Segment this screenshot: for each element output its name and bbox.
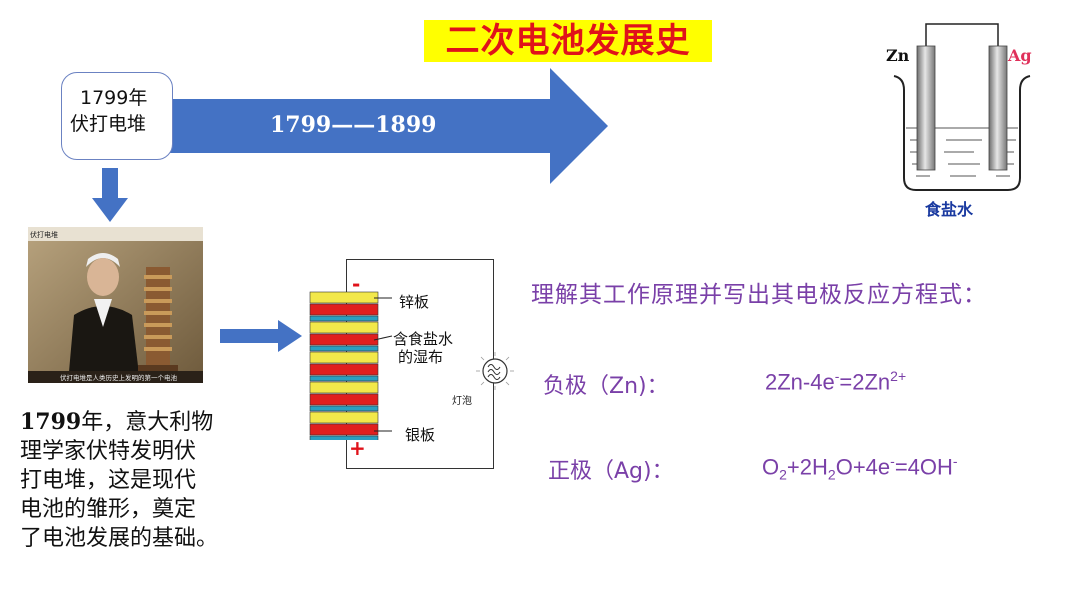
pile-layer-zinc <box>310 352 378 363</box>
pos-eq-part1: +2H <box>787 454 828 479</box>
start-box-year: 1799年 <box>70 85 172 111</box>
label-wet-cloth-2: 的湿布 <box>398 346 443 367</box>
pile-layer-silver <box>310 364 378 375</box>
paragraph-line-5: 了电池发展的基础。 <box>20 526 218 551</box>
positive-electrode-label: 正极（Ag)： <box>548 453 674 485</box>
positive-electrode-equation: O2+2H2O+4e-=4OH- <box>762 453 958 483</box>
pile-layer-silver <box>310 334 378 345</box>
photo-subcaption: 伏打电堆是人类历史上发明的第一个电池 <box>60 372 177 382</box>
neg-eq-part2: =2Zn <box>839 369 890 394</box>
pile-layer-silver <box>310 424 378 435</box>
pile-layer-cloth <box>310 316 378 321</box>
neg-eq-part1: 2Zn-4e <box>765 369 835 394</box>
label-ag-electrode: Ag <box>1008 46 1032 65</box>
photo-caption: 伏打电堆 <box>30 230 58 240</box>
down-arrow <box>92 168 128 222</box>
pos-eq-part2: O+4e <box>836 454 890 479</box>
question-text: 理解其工作原理并写出其电极反应方程式： <box>531 275 987 309</box>
paragraph-year: 1799 <box>20 409 81 435</box>
timeline-arrow-label: 1799——1899 <box>270 112 436 138</box>
pos-eq-sup2: - <box>953 453 958 469</box>
paragraph-line-1: 年，意大利物 <box>81 410 213 435</box>
pos-eq-o: O <box>762 454 779 479</box>
right-arrow <box>220 320 302 352</box>
volta-illustration <box>28 227 203 383</box>
paragraph-line-3: 打电堆，这是现代 <box>20 468 196 493</box>
start-box-title: 伏打电堆 <box>70 111 172 137</box>
history-paragraph: 1799年，意大利物 理学家伏特发明伏 打电堆，这是现代 电池的雏形，奠定 了电… <box>20 408 250 553</box>
label-zinc-plate: 锌板 <box>399 291 429 312</box>
label-silver-plate: 银板 <box>405 424 435 445</box>
negative-terminal: - <box>352 272 360 296</box>
positive-terminal: + <box>349 436 366 460</box>
pile-layer-zinc <box>310 412 378 423</box>
pile-layer-zinc <box>310 292 378 303</box>
page-title: 二次电池发展史 <box>424 20 712 62</box>
pile-layer-silver <box>310 304 378 315</box>
pile-layer-cloth <box>310 346 378 351</box>
pile-layer-cloth <box>310 436 378 440</box>
bulb-icon <box>474 350 516 392</box>
pos-eq-sub1: 2 <box>779 467 787 483</box>
pos-eq-part3: =4OH <box>895 454 953 479</box>
paragraph-line-2: 理学家伏特发明伏 <box>20 439 196 464</box>
pile-layer-silver <box>310 394 378 405</box>
neg-eq-sup2: 2+ <box>890 368 906 384</box>
pile-layer-cloth <box>310 376 378 381</box>
pile-layer-cloth <box>310 406 378 411</box>
paragraph-line-4: 电池的雏形，奠定 <box>20 497 196 522</box>
negative-electrode-equation: 2Zn-4e-=2Zn2+ <box>765 368 906 395</box>
label-zn-electrode: Zn <box>886 46 909 65</box>
label-bulb: 灯泡 <box>452 392 472 407</box>
pos-eq-sub2: 2 <box>828 467 836 483</box>
label-salt-water: 食盐水 <box>925 196 973 220</box>
beaker-diagram <box>890 18 1040 196</box>
timeline-start-box: 1799年 伏打电堆 <box>61 72 173 160</box>
pile-layer-zinc <box>310 382 378 393</box>
volta-photo <box>28 227 203 383</box>
negative-electrode-label: 负极（Zn)： <box>543 368 669 400</box>
pile-layer-zinc <box>310 322 378 333</box>
